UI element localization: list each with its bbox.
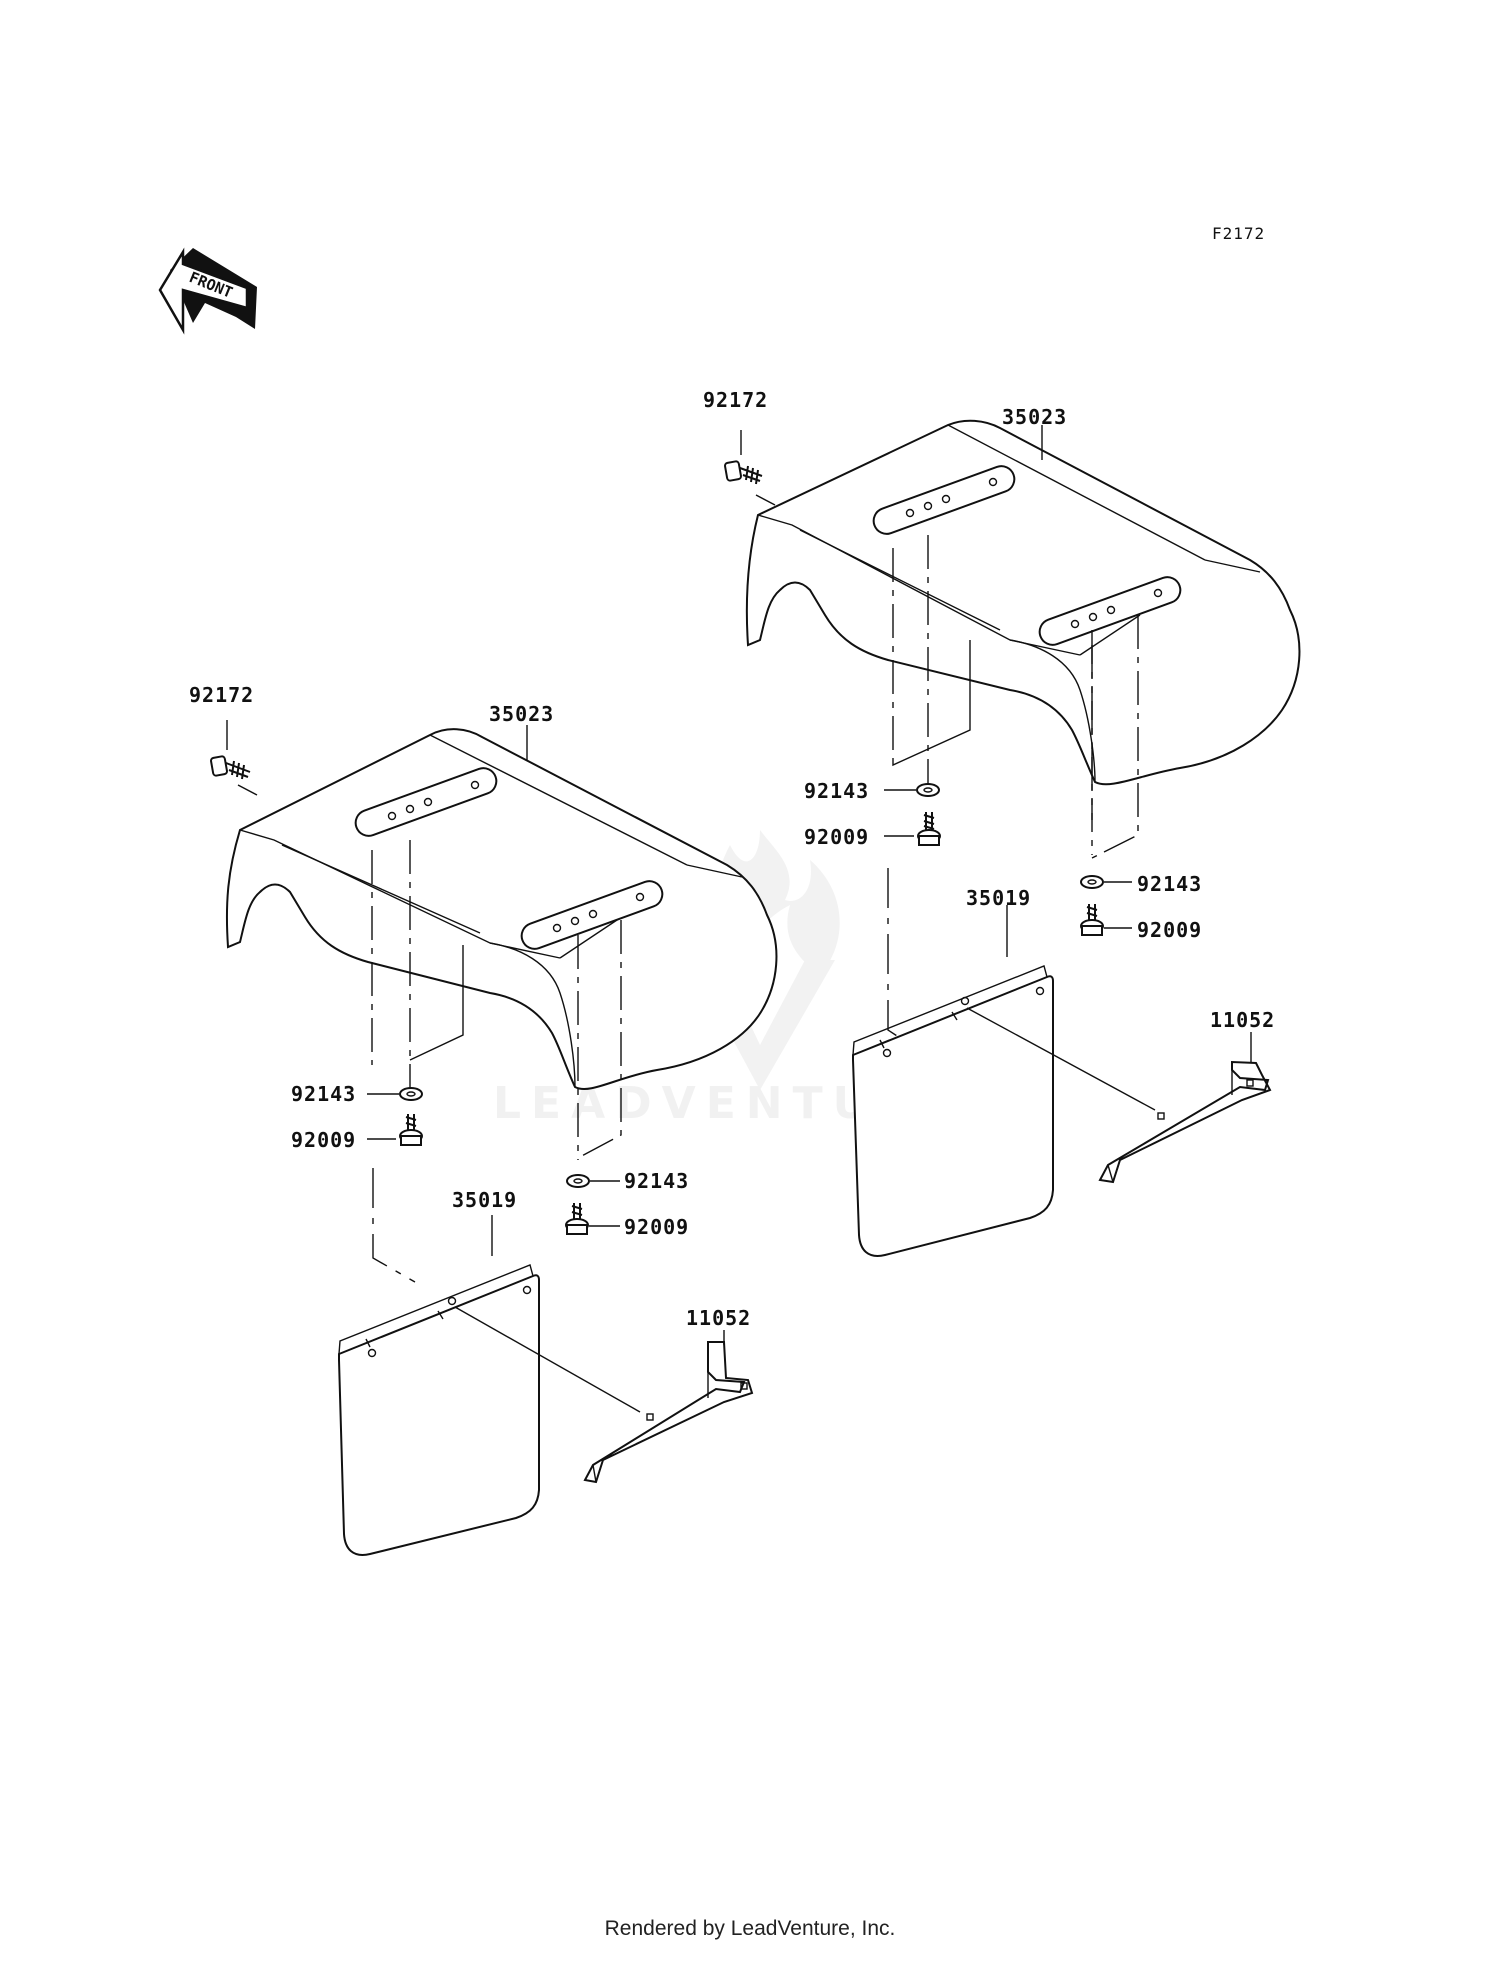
part-label-92143: 92143	[1137, 872, 1202, 896]
part-label-35019: 35019	[966, 886, 1031, 910]
left-fender-35023-shape	[225, 728, 778, 1090]
right-fender-35023-shape	[745, 419, 1301, 786]
right-fender-assembly: 92172 35023 92143 92009 92143 92009	[703, 388, 1301, 1257]
left-screw-92009-b	[565, 1203, 589, 1235]
part-label-35019: 35019	[452, 1188, 517, 1212]
right-washer-92143-a	[916, 783, 940, 797]
left-bracket-11052-shape	[583, 1341, 754, 1484]
part-label-92172: 92172	[189, 683, 254, 707]
left-bolt-92172	[210, 755, 251, 780]
part-label-92009: 92009	[1137, 918, 1202, 942]
part-label-92143: 92143	[291, 1082, 356, 1106]
part-label-92009: 92009	[291, 1128, 356, 1152]
part-label-92172: 92172	[703, 388, 768, 412]
part-label-92143: 92143	[624, 1169, 689, 1193]
part-label-11052: 11052	[686, 1306, 751, 1330]
right-mudflap-35019-shape	[852, 975, 1054, 1257]
part-label-92143: 92143	[804, 779, 869, 803]
left-screw-92009-a	[399, 1114, 423, 1146]
right-bolt-92172	[724, 460, 763, 485]
part-label-35023: 35023	[489, 702, 554, 726]
right-washer-92143-b	[1080, 875, 1104, 889]
left-washer-92143-b	[566, 1174, 590, 1188]
right-screw-92009-b	[1080, 904, 1104, 936]
right-bracket-11052-shape	[1098, 1060, 1272, 1184]
part-label-92009: 92009	[624, 1215, 689, 1239]
left-fender-assembly: 92172 35023 92143 92009 92143 92009	[189, 683, 778, 1556]
right-screw-92009-a	[917, 812, 941, 846]
left-mudflap-35019-shape	[338, 1274, 540, 1556]
front-direction-arrow-icon: FRONT	[158, 247, 257, 335]
figure-code: F2172	[1212, 224, 1265, 243]
part-label-11052: 11052	[1210, 1008, 1275, 1032]
part-label-92009: 92009	[804, 825, 869, 849]
part-label-35023: 35023	[1002, 405, 1067, 429]
footer-credit: Rendered by LeadVenture, Inc.	[604, 1917, 896, 1940]
left-washer-92143-a	[399, 1087, 423, 1101]
